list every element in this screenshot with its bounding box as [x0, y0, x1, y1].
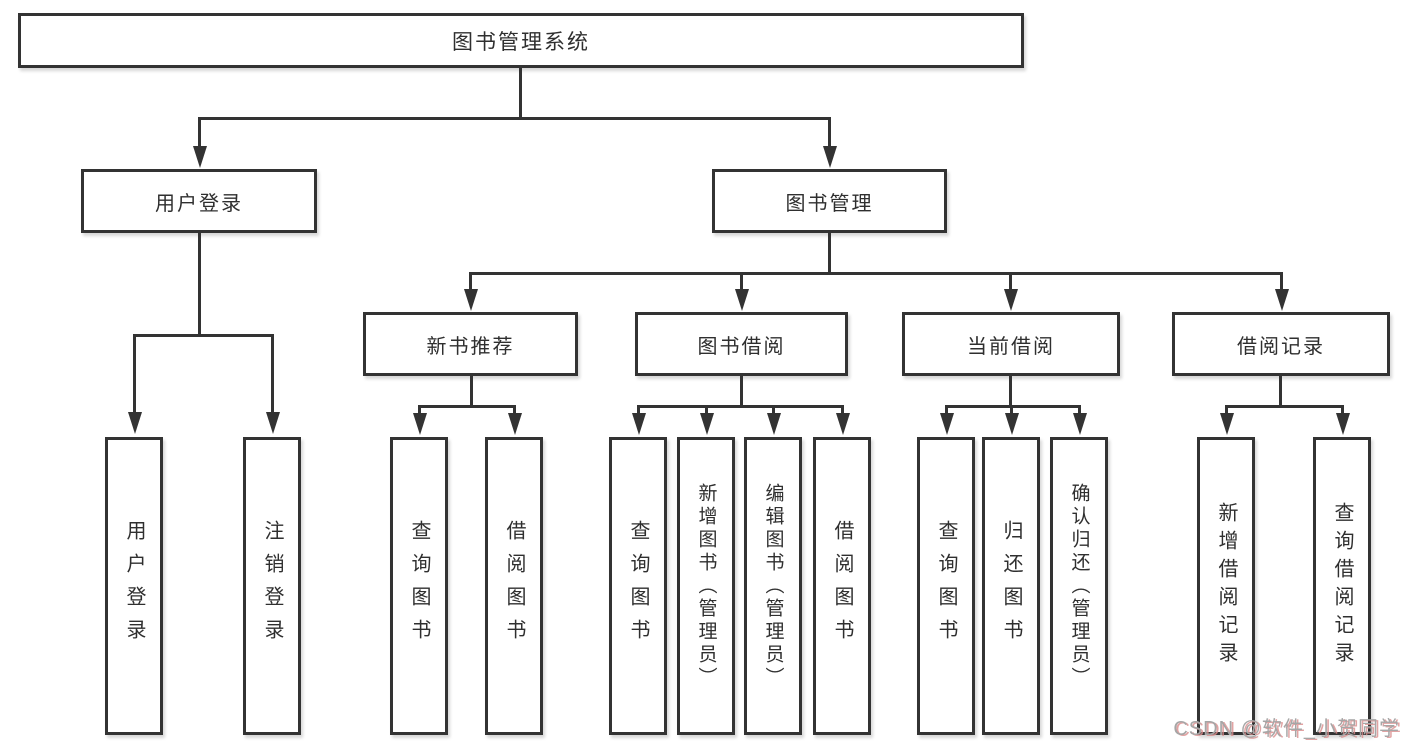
connector-logout-drop	[271, 334, 274, 413]
arrow-to-cb-confirm	[1073, 413, 1087, 435]
leaf-label: 借阅图书	[503, 520, 525, 652]
leaf-label: 注销登录	[261, 520, 283, 652]
leaf-logout: 注销登录	[243, 437, 301, 735]
connector-bb-add-drop	[705, 405, 708, 414]
node-label: 当前借阅	[967, 335, 1055, 358]
arrow-to-bb-query	[632, 413, 646, 435]
leaf-user-login: 用户登录	[105, 437, 163, 735]
csdn-watermark: CSDN @软件_小贺同学	[1173, 718, 1400, 740]
connector-current-rail	[945, 405, 1081, 408]
leaf-label: 借阅图书	[831, 520, 853, 652]
arrow-to-bb-edit	[767, 413, 781, 435]
arrow-to-nb-query	[413, 413, 427, 435]
leaf-label: 新增借阅记录	[1215, 502, 1237, 670]
arrow-to-current	[1004, 289, 1018, 311]
leaf-borrow-edit-books-admin: 编辑图书（管理员）	[744, 437, 802, 735]
connector-rc-query-drop	[1341, 405, 1344, 414]
connector-book-mgmt-drop	[828, 117, 831, 147]
leaf-current-confirm-return-admin: 确认归还（管理员）	[1050, 437, 1108, 735]
node-current-borrowing: 当前借阅	[902, 312, 1120, 376]
leaf-label: 确认归还（管理员）	[1068, 482, 1090, 690]
connector-borrow-drop	[740, 272, 743, 290]
leaf-borrow-query-books: 查询图书	[609, 437, 667, 735]
leaf-borrow-borrow-books: 借阅图书	[813, 437, 871, 735]
leaf-label: 归还图书	[1000, 520, 1022, 652]
arrow-to-cb-return	[1005, 413, 1019, 435]
connector-cb-query-drop	[945, 405, 948, 414]
node-borrowing-records: 借阅记录	[1172, 312, 1390, 376]
connector-login-drop	[133, 334, 136, 413]
arrow-to-records	[1275, 289, 1289, 311]
node-library-management-system: 图书管理系统	[18, 13, 1024, 68]
arrow-to-newbook	[464, 289, 478, 311]
leaf-label: 编辑图书（管理员）	[762, 482, 784, 690]
connector-level1-rail	[198, 117, 831, 120]
connector-rc-add-drop	[1225, 405, 1228, 414]
arrow-to-login	[128, 412, 142, 434]
connector-records-stem	[1279, 376, 1282, 407]
connector-bb-borrow-drop	[841, 405, 844, 414]
leaf-label: 用户登录	[123, 520, 145, 652]
node-label: 图书管理	[785, 192, 874, 215]
connector-nb-borrow-drop	[513, 405, 516, 414]
leaf-newbook-query-books: 查询图书	[390, 437, 448, 735]
arrow-to-cb-query	[940, 413, 954, 435]
connector-user-login-drop	[198, 117, 201, 147]
node-label: 图书借阅	[697, 335, 786, 358]
connector-records-drop	[1280, 272, 1283, 290]
leaf-label: 查询图书	[935, 520, 957, 652]
connector-borrow-rail	[637, 405, 844, 408]
arrow-to-logout	[266, 412, 280, 434]
leaf-borrow-add-books-admin: 新增图书（管理员）	[677, 437, 735, 735]
node-new-book-recommend: 新书推荐	[363, 312, 578, 376]
connector-newbook-stem	[470, 376, 473, 407]
node-label: 用户登录	[155, 192, 243, 215]
arrow-to-rc-query	[1336, 413, 1350, 435]
connector-bb-edit-drop	[772, 405, 775, 414]
arrow-to-user-login	[193, 146, 207, 168]
connector-level2-rail	[469, 272, 1283, 275]
node-book-borrowing: 图书借阅	[635, 312, 848, 376]
arrow-to-borrow	[735, 289, 749, 311]
connector-records-rail	[1225, 405, 1344, 408]
leaf-label: 查询借阅记录	[1331, 502, 1353, 670]
node-label: 图书管理系统	[452, 30, 590, 54]
connector-newbook-rail	[418, 405, 516, 408]
arrow-to-bb-borrow	[836, 413, 850, 435]
arrow-to-bb-add	[700, 413, 714, 435]
node-user-login: 用户登录	[81, 169, 317, 233]
leaf-current-query-books: 查询图书	[917, 437, 975, 735]
connector-cb-return-drop	[1010, 405, 1013, 414]
leaf-label: 查询图书	[408, 520, 430, 652]
arrow-to-rc-add	[1220, 413, 1234, 435]
node-label: 借阅记录	[1237, 335, 1325, 358]
leaf-newbook-borrow-books: 借阅图书	[485, 437, 543, 735]
leaf-current-return-books: 归还图书	[982, 437, 1040, 735]
arrow-to-book-mgmt	[823, 146, 837, 168]
connector-newbook-drop	[469, 272, 472, 290]
connector-borrow-stem	[740, 376, 743, 407]
arrow-to-nb-borrow	[508, 413, 522, 435]
connector-current-stem	[1009, 376, 1012, 407]
leaf-label: 查询图书	[627, 520, 649, 652]
leaf-records-add-record: 新增借阅记录	[1197, 437, 1255, 735]
leaf-label: 新增图书（管理员）	[695, 482, 717, 690]
connector-user-login-stem	[198, 233, 201, 336]
connector-user-login-rail	[133, 334, 274, 337]
connector-current-drop	[1009, 272, 1012, 290]
connector-root-stem	[519, 68, 522, 118]
leaf-records-query-record: 查询借阅记录	[1313, 437, 1371, 735]
node-book-management: 图书管理	[712, 169, 947, 233]
connector-nb-query-drop	[418, 405, 421, 414]
connector-bb-query-drop	[637, 405, 640, 414]
connector-cb-confirm-drop	[1078, 405, 1081, 414]
node-label: 新书推荐	[426, 335, 515, 358]
connector-book-mgmt-stem	[828, 233, 831, 275]
